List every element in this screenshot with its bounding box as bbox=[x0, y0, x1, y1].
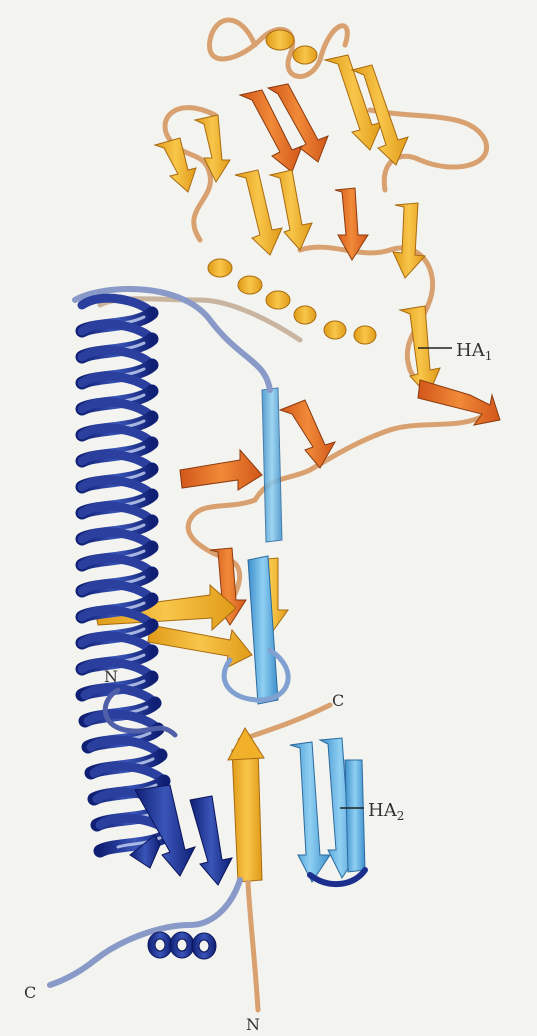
ha2-strand-dark-2 bbox=[190, 796, 232, 885]
ha2-label-subscript: 2 bbox=[397, 809, 405, 823]
ha1-coil-c-mid bbox=[240, 705, 330, 740]
n-terminus-top-label: N bbox=[104, 667, 118, 686]
ha1-coil-n-terminus bbox=[248, 882, 258, 1010]
ha1-strand-n-terminal bbox=[228, 728, 264, 882]
ha2-short-helix bbox=[148, 932, 216, 959]
ha1-globular-head bbox=[100, 20, 500, 500]
ha1-label-subscript: 1 bbox=[485, 349, 493, 363]
ha2-label: HA2 bbox=[368, 800, 404, 823]
ha1-strand-14 bbox=[180, 450, 262, 490]
ha1-strand-8 bbox=[393, 203, 425, 278]
n-terminus-bottom-label: N bbox=[246, 1015, 260, 1034]
ha2-coil-c-terminus bbox=[50, 880, 240, 985]
ha1-strand-9 bbox=[155, 138, 196, 192]
c-terminus-mid-label: C bbox=[332, 691, 344, 710]
ha2-strand-light-3 bbox=[345, 760, 365, 872]
c-terminus-bottom-label: C bbox=[24, 983, 36, 1002]
ha1-strand-10 bbox=[195, 115, 230, 182]
ha1-strand-17 bbox=[148, 625, 252, 668]
ha1-strand-12 bbox=[418, 380, 500, 425]
ha2-helix-turn-front bbox=[100, 833, 170, 851]
ha1-coil-tail bbox=[255, 415, 485, 500]
ha2-label-base: HA bbox=[368, 800, 398, 821]
ha1-label-base: HA bbox=[456, 340, 486, 361]
ha1-strand-5 bbox=[235, 170, 282, 255]
ha2-strand-light-1 bbox=[290, 742, 330, 882]
ha1-label: HA1 bbox=[456, 340, 492, 363]
ha2-helix-coils bbox=[82, 298, 170, 851]
